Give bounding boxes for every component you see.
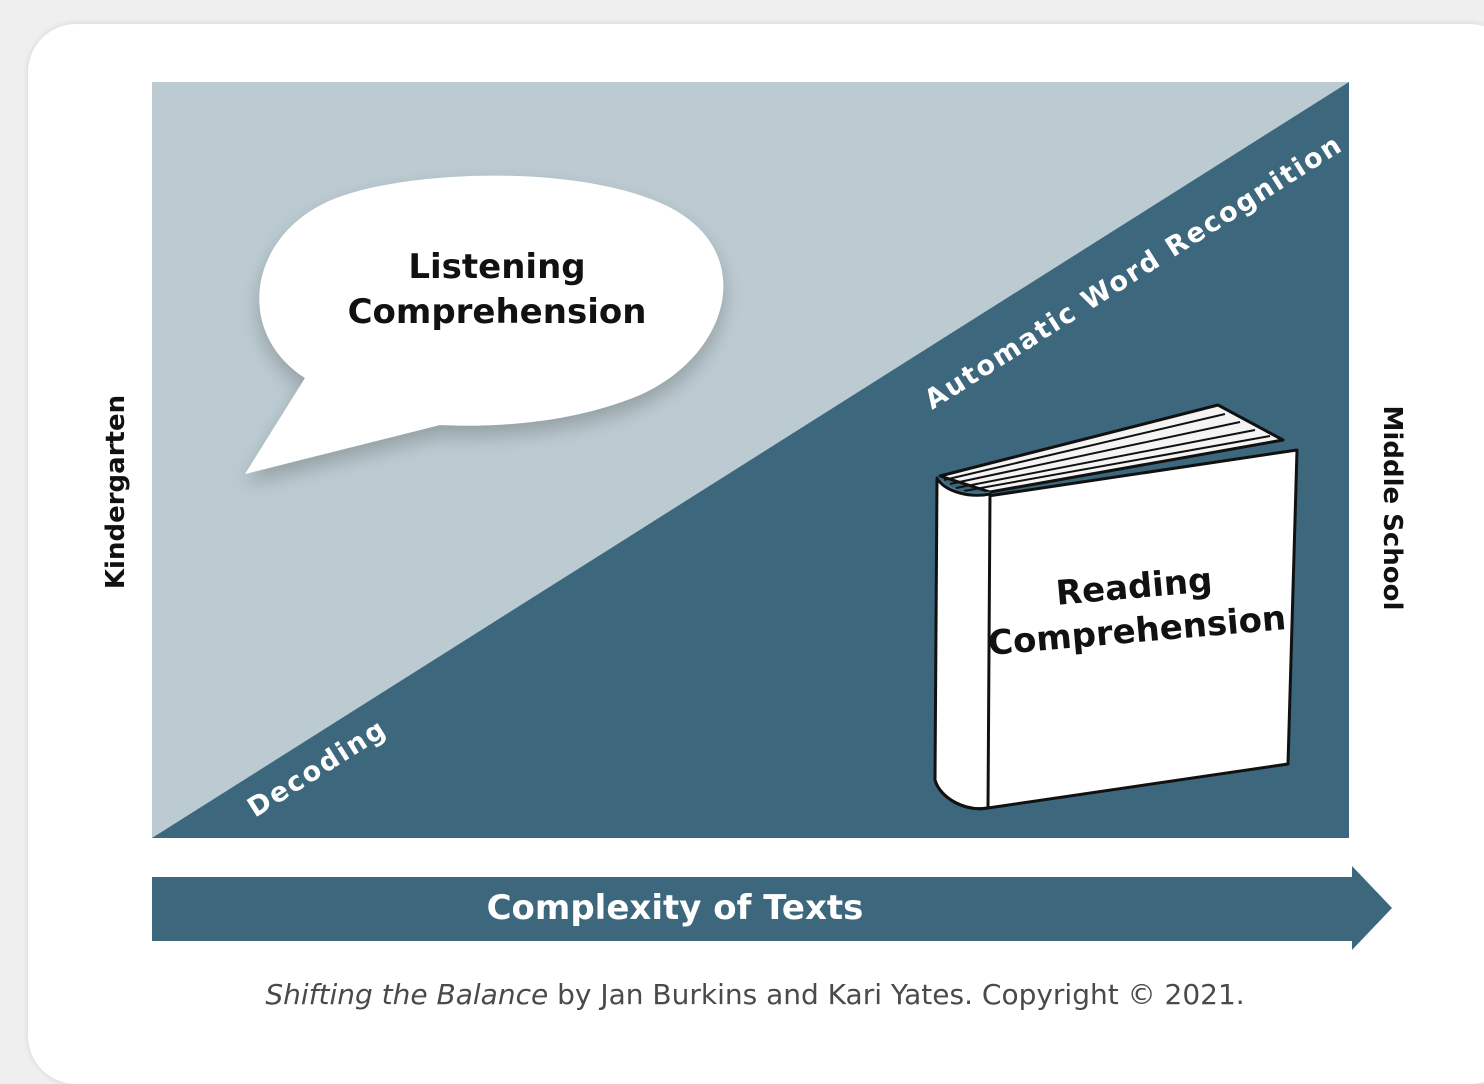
bubble-label-line1: Listening <box>408 247 585 287</box>
copyright-caption: Shifting the Balance by Jan Burkins and … <box>150 978 1360 1011</box>
kindergarten-label: Kindergarten <box>101 394 131 590</box>
reading-balance-diagram: Listening Comprehension Automatic Word R… <box>152 82 1392 950</box>
complexity-arrow <box>152 866 1392 950</box>
book-title: Shifting the Balance <box>265 978 549 1011</box>
complexity-arrow-label: Complexity of Texts <box>487 888 864 928</box>
caption-rest: by Jan Burkins and Kari Yates. Copyright… <box>548 978 1245 1011</box>
bubble-label-line2: Comprehension <box>348 292 647 332</box>
book-icon <box>933 403 1299 811</box>
middle-school-label: Middle School <box>1377 405 1407 611</box>
speech-bubble-icon <box>245 175 724 475</box>
